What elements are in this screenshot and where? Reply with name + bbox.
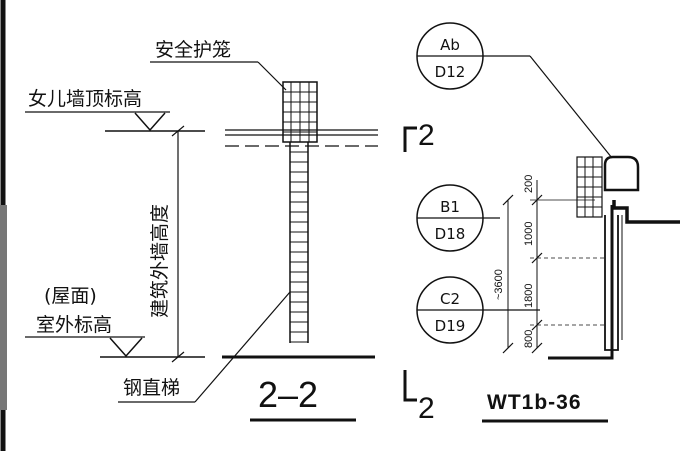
callout-c2-d19: C2 D19 bbox=[416, 276, 484, 344]
outdoor-label: 室外标高 bbox=[36, 314, 112, 336]
detail-dim-tick-1 bbox=[531, 194, 543, 206]
parapet-top-label: 女儿墙顶标高 bbox=[28, 88, 142, 110]
detail-wall-profile bbox=[612, 200, 680, 224]
roof-label: (屋面) bbox=[44, 285, 97, 307]
dim-total: ~3600 bbox=[493, 269, 505, 300]
dim-1000: 1000 bbox=[523, 222, 535, 246]
callout-ab-leader-diagonal bbox=[529, 55, 613, 159]
section-mark-top: 2 bbox=[418, 119, 435, 152]
section-title: 2–2 bbox=[258, 374, 318, 415]
svg-text:C2: C2 bbox=[440, 290, 460, 308]
svg-text:Ab: Ab bbox=[440, 36, 460, 54]
callout-b1-d18: B1 D18 bbox=[416, 184, 484, 252]
wall-height-label: 建筑外墙高度 bbox=[149, 204, 171, 318]
detail-dim-tick-3 bbox=[531, 319, 543, 331]
detail-wall-profile-outer bbox=[548, 205, 614, 360]
steel-ladder bbox=[289, 142, 309, 343]
dim-tick-top bbox=[171, 125, 185, 137]
svg-text:B1: B1 bbox=[440, 198, 460, 216]
section-mark-bottom: 2 bbox=[418, 392, 435, 425]
dim-1800: 1800 bbox=[523, 284, 535, 308]
dim-200: 200 bbox=[523, 175, 535, 193]
detail-parapet-cap bbox=[603, 155, 640, 192]
steel-ladder-label: 钢直梯 bbox=[123, 377, 180, 399]
dim-tick-bottom bbox=[171, 351, 185, 363]
section-mark-top-symbol bbox=[403, 126, 417, 152]
safety-cage bbox=[282, 81, 318, 143]
section-mark-bottom-symbol bbox=[403, 370, 417, 402]
detail-dim-tick-4 bbox=[531, 342, 543, 354]
detail-total-tick-top bbox=[502, 194, 514, 206]
detail-total-tick-bottom bbox=[502, 342, 514, 354]
svg-text:D18: D18 bbox=[435, 225, 466, 243]
detail-cage-grid bbox=[576, 156, 603, 218]
safety-cage-label: 安全护笼 bbox=[155, 39, 231, 61]
outdoor-level-marker bbox=[109, 337, 143, 358]
detail-dim-tick-2 bbox=[531, 252, 543, 264]
page-border-pattern bbox=[0, 205, 7, 410]
dim-800: 800 bbox=[523, 330, 535, 348]
detail-ladder-rail bbox=[604, 215, 619, 351]
svg-text:D19: D19 bbox=[435, 317, 466, 335]
steel-ladder-leader bbox=[194, 291, 291, 403]
safety-cage-leader bbox=[257, 61, 287, 91]
parapet-level-marker bbox=[134, 112, 166, 132]
callout-ab-d12: Ab D12 bbox=[416, 22, 484, 90]
svg-text:D12: D12 bbox=[435, 63, 466, 81]
detail-code: WT1b-36 bbox=[487, 391, 582, 414]
